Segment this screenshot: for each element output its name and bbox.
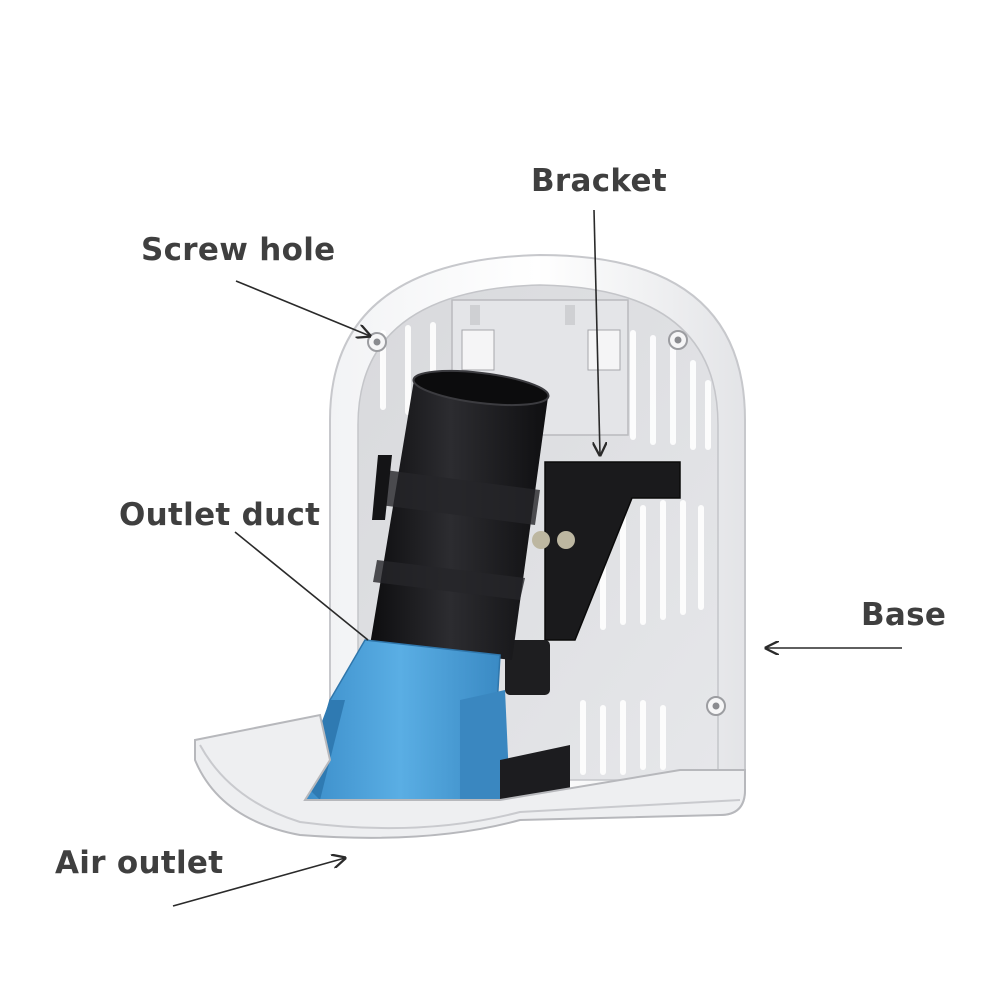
leader-screw-hole <box>236 281 370 336</box>
label-base: Base <box>861 600 946 631</box>
label-outlet-duct: Outlet duct <box>119 500 320 531</box>
label-bracket: Bracket <box>531 166 667 197</box>
label-screw-hole: Screw hole <box>141 235 335 266</box>
label-air-outlet: Air outlet <box>55 848 223 879</box>
